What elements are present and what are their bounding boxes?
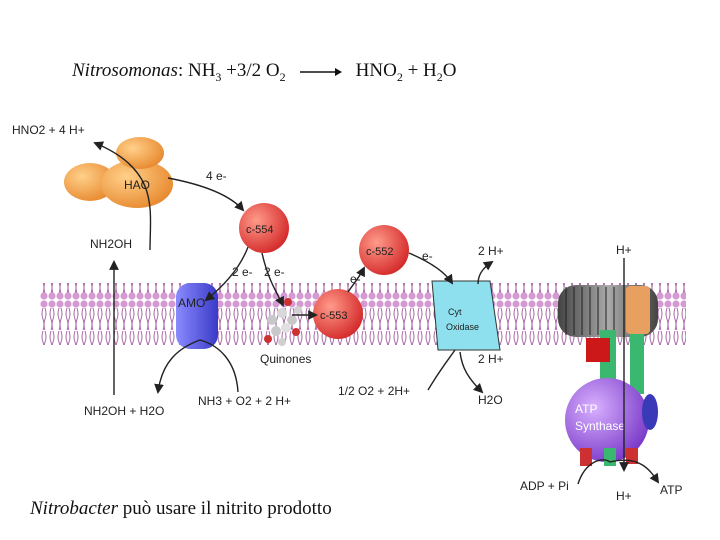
hao-enzyme bbox=[64, 137, 173, 208]
cyt-oxidase-label-2: Oxidase bbox=[446, 322, 479, 332]
cyt-oxidase bbox=[431, 280, 501, 351]
nh3-o2-label: NH3 + O2 + 2 H+ bbox=[198, 394, 291, 408]
electron-left-label: e- bbox=[350, 272, 361, 286]
arrow-c553-to-c552 bbox=[347, 266, 365, 293]
proton-top-label: H+ bbox=[616, 243, 632, 257]
c552-cytochrome bbox=[359, 225, 409, 275]
two-protons-top-label: 2 H+ bbox=[478, 244, 504, 258]
amo-enzyme bbox=[176, 283, 218, 349]
atp-synthase-label-1: ATP bbox=[575, 402, 597, 416]
atp-synthase-label-2: Synthase bbox=[575, 419, 625, 433]
arrow-hao-to-c554 bbox=[167, 177, 245, 212]
flow-arrows bbox=[93, 141, 660, 485]
arrow-hao-to-hno2 bbox=[93, 141, 152, 251]
nh2oh-label: NH2OH bbox=[90, 237, 132, 251]
caption-organism: Nitrobacter bbox=[30, 498, 118, 519]
c552-label: c-552 bbox=[366, 246, 394, 258]
two-electrons-b-label: 2 e- bbox=[264, 265, 285, 279]
caption-text: può usare il nitrito prodotto bbox=[117, 498, 332, 519]
caption: Nitrobacter può usare il nitrito prodott… bbox=[30, 498, 332, 520]
quinones-molecule bbox=[264, 298, 302, 346]
arrow-c552-to-oxidase bbox=[408, 252, 454, 285]
c554-label: c-554 bbox=[246, 224, 274, 236]
electron-right-label: e- bbox=[422, 249, 433, 263]
four-electrons-label: 4 e- bbox=[206, 169, 227, 183]
amo-label: AMO bbox=[178, 296, 205, 310]
atp-synthase bbox=[558, 285, 658, 466]
arrow-o2-to-oxidase bbox=[427, 349, 456, 391]
arrow-c554-to-amo bbox=[204, 246, 249, 302]
quinones-label: Quinones bbox=[260, 352, 311, 366]
atp-label: ATP bbox=[660, 483, 682, 497]
two-electrons-a-label: 2 e- bbox=[232, 265, 253, 279]
cyt-oxidase-label-1: Cyt bbox=[448, 307, 462, 317]
c553-label: c-553 bbox=[320, 310, 348, 322]
arrow-c554-to-quinones bbox=[261, 252, 284, 307]
organism-name: Nitrosomonas bbox=[72, 60, 178, 81]
arrow-nh3-to-nh2oh bbox=[154, 339, 239, 394]
two-protons-bottom-label: 2 H+ bbox=[478, 352, 504, 366]
half-o2-label: 1/2 O2 + 2H+ bbox=[338, 384, 410, 398]
arrow-adp-to-atp bbox=[577, 459, 660, 485]
reaction-arrow-icon bbox=[299, 67, 342, 76]
proton-bottom-label: H+ bbox=[616, 489, 632, 503]
arrow-oxidase-to-h2o bbox=[459, 351, 484, 394]
c553-cytochrome bbox=[313, 289, 363, 339]
c554-cytochrome bbox=[239, 203, 289, 253]
nh2oh-h2o-label: NH2OH + H2O bbox=[84, 404, 164, 418]
hno2-top-label: HNO2 + 4 H+ bbox=[12, 123, 85, 137]
adp-pi-label: ADP + Pi bbox=[520, 479, 569, 493]
arrow-oxidase-to-2h bbox=[477, 260, 494, 285]
h2o-label: H2O bbox=[478, 393, 503, 407]
